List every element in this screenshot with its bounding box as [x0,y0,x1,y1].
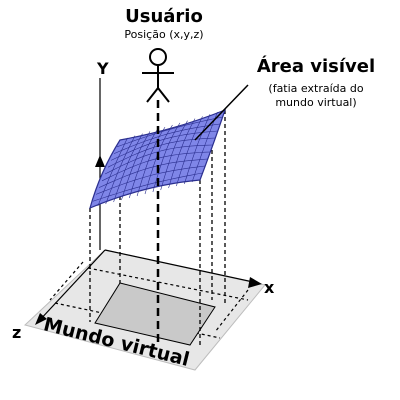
user-figure-icon [142,48,174,103]
user-title: Usuário [125,6,203,27]
mesh-line [113,123,221,154]
mesh-line [104,144,213,175]
mesh-line [95,165,206,195]
z-axis-arrowhead [35,313,47,325]
visible-area-note-line1: (fatia extraída do [268,82,363,95]
z-axis-label: z [12,323,21,342]
x-axis [104,249,259,284]
y-axis-arrowhead [95,155,105,167]
mesh-line [107,137,216,168]
mesh-line [116,116,223,148]
mesh-line [92,172,203,202]
y-axis-label: Y [96,59,109,78]
mesh-line [110,130,218,161]
user-position: Posição (x,y,z) [124,28,203,41]
visible-area-mesh [92,111,223,207]
x-axis-arrowhead [248,277,262,288]
visible-area-title: Área visível [257,55,375,77]
visible-area-note-line2: mundo virtual) [275,96,356,109]
z-axis [37,249,106,323]
projection-footprint [94,282,216,346]
x-axis-label: x [264,278,275,297]
mesh-line [98,158,208,188]
mesh-line [101,151,211,182]
visible-area-leader [194,84,249,141]
